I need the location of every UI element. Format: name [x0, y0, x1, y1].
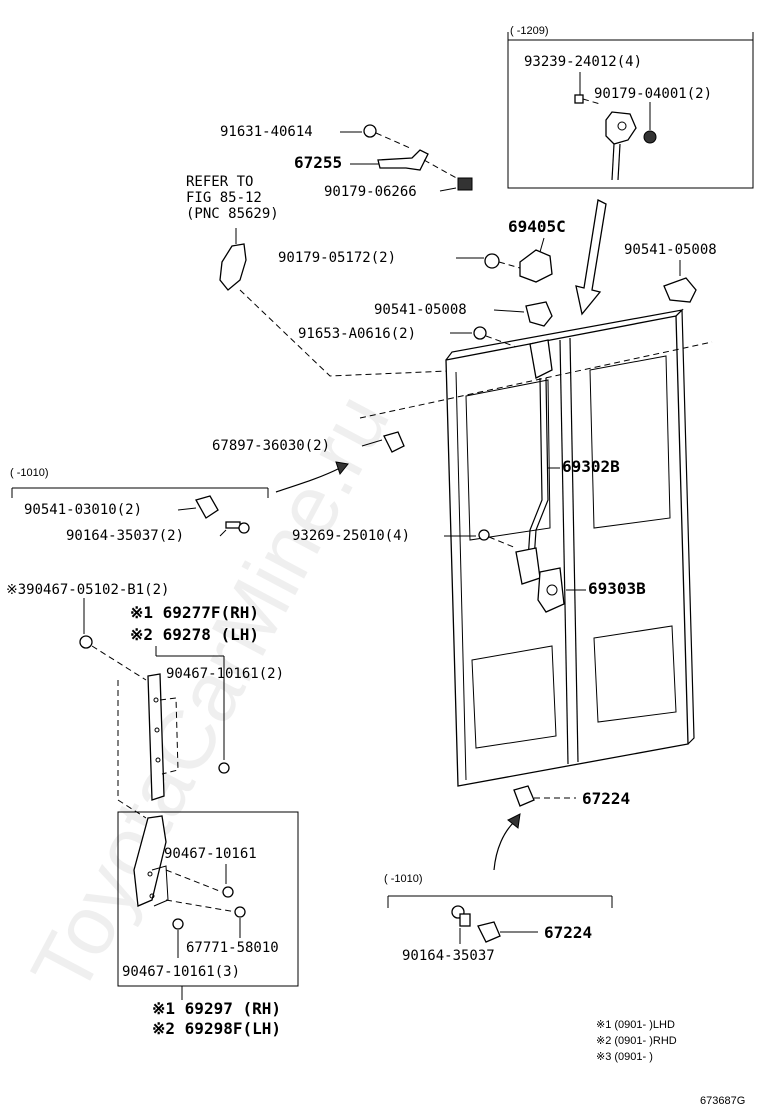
note-2: ※2 (0901- )RHD	[596, 1035, 677, 1047]
direction-arrow-icon	[575, 199, 607, 316]
label-90179-06266: 90179-06266	[324, 184, 417, 200]
top-right-box-header: ( -1209)	[510, 25, 549, 37]
stopper-icon-2	[513, 785, 576, 807]
label-90467-05102: ※390467-05102-B1(2)	[6, 582, 169, 598]
bolt-icon-2	[473, 326, 531, 353]
screw-icon-5	[234, 906, 246, 938]
label-67255: 67255	[294, 153, 342, 172]
lock-assembly-icon	[515, 547, 565, 613]
label-69277f: ※1 69277F(RH)	[130, 603, 259, 622]
label-69278: ※2 69278 (LH)	[130, 625, 259, 644]
refer-line3: (PNC 85629)	[186, 206, 279, 222]
cushion-icon	[663, 277, 697, 303]
label-90179-04001: 90179-04001(2)	[594, 86, 712, 102]
stopper-icon-3	[477, 921, 538, 943]
door-panel	[445, 308, 695, 787]
latch-bracket-icon	[605, 111, 637, 181]
label-69298f: ※2 69298F(LH)	[152, 1019, 281, 1038]
label-90164-35037-2: 90164-35037(2)	[66, 528, 184, 544]
note-1: ※1 (0901- )LHD	[596, 1019, 675, 1031]
stay-bracket-icon	[377, 149, 461, 181]
label-67224-right: 67224	[582, 789, 630, 808]
hinge-icon	[147, 673, 179, 801]
label-90467-10161-3: 90467-10161(3)	[122, 964, 240, 980]
label-90467-10161-2: 90467-10161(2)	[166, 666, 284, 682]
lock-actuator-icon	[519, 237, 553, 283]
nut-icon	[643, 102, 657, 144]
clip-nut-icon	[457, 177, 473, 191]
nut-icon-2	[484, 253, 521, 269]
label-67897-36030: 67897-36030(2)	[212, 438, 330, 454]
label-93269-25010: 93269-25010(4)	[292, 528, 410, 544]
left-box-header: ( -1010)	[10, 467, 49, 479]
label-69297: ※1 69297 (RH)	[152, 999, 281, 1018]
figure-code: 673687G	[700, 1095, 745, 1107]
refer-line2: FIG 85-12	[186, 190, 262, 206]
curved-arrow-icon	[275, 461, 349, 493]
cushion-icon-3	[195, 495, 219, 519]
screw-icon-6	[172, 918, 184, 958]
label-90164-35037: 90164-35037	[402, 948, 495, 964]
note-3: ※3 (0901- )	[596, 1051, 653, 1063]
label-67771-58010: 67771-58010	[186, 940, 279, 956]
refer-line1: REFER TO	[186, 174, 253, 190]
label-90541-05008-mid: 90541-05008	[374, 302, 467, 318]
watermark: ToyotaCarMine.ru	[13, 379, 407, 1008]
screw-icon-2	[478, 529, 517, 549]
bottom-box-header: ( -1010)	[384, 873, 423, 885]
stopper-icon	[383, 431, 405, 453]
cushion-icon-2	[525, 301, 553, 327]
rod-assembly-icon	[527, 339, 553, 561]
bolt-icon	[574, 94, 601, 105]
clip-icon	[79, 635, 147, 681]
label-69405c: 69405C	[508, 217, 566, 236]
screw-icon	[363, 124, 411, 149]
label-91631-40614: 91631-40614	[220, 124, 313, 140]
clip-icon-2	[218, 762, 230, 774]
label-91653-a0616: 91653-A0616(2)	[298, 326, 416, 342]
screw-icon-7	[451, 905, 471, 944]
curved-arrow-icon-2	[493, 813, 521, 871]
lower-hinge-box	[117, 811, 299, 987]
top-right-detail-box: ( -1209)	[507, 25, 754, 189]
label-67224-bottom: 67224	[544, 923, 592, 942]
clamp-icon	[219, 228, 247, 291]
label-90179-05172: 90179-05172(2)	[278, 250, 396, 266]
screw-icon-4	[222, 886, 234, 898]
label-69302b: 69302B	[562, 457, 620, 476]
label-90541-05008-right: 90541-05008	[624, 242, 717, 258]
screw-icon-3	[225, 521, 250, 534]
label-90541-03010: 90541-03010(2)	[24, 502, 142, 518]
label-90467-10161: 90467-10161	[164, 846, 257, 862]
label-93239-24012: 93239-24012(4)	[524, 54, 642, 70]
label-69303b: 69303B	[588, 579, 646, 598]
